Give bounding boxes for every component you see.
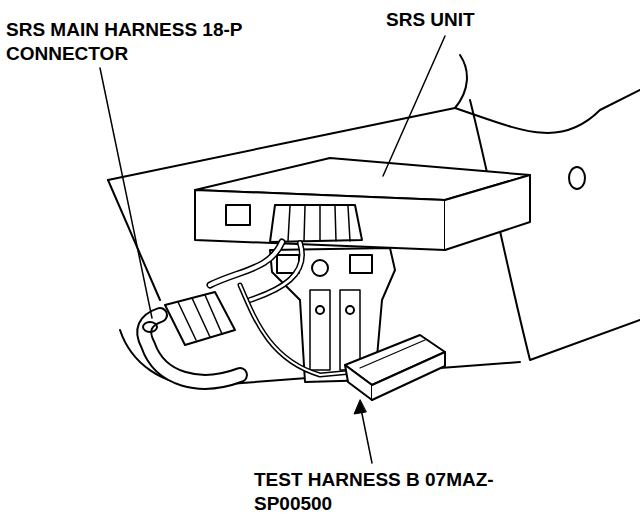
test-cable — [240, 285, 352, 375]
unit-connector — [270, 205, 362, 242]
18p-connector — [165, 292, 235, 345]
harness — [250, 243, 302, 300]
dash-edge — [455, 90, 640, 133]
harness-bundle — [144, 315, 240, 382]
harness — [210, 242, 282, 285]
hole — [346, 306, 354, 314]
connector-ribs — [178, 295, 222, 340]
bracket-plates — [310, 290, 360, 370]
test-connector — [372, 352, 445, 400]
harness-bundle — [144, 315, 240, 382]
harness — [250, 243, 302, 300]
hole — [316, 306, 324, 314]
mount-hole — [569, 167, 585, 189]
harness — [210, 242, 282, 285]
part-label: SRS UNIT — [386, 8, 626, 32]
connector-ribs — [288, 206, 350, 241]
leader-arrowhead — [354, 400, 366, 414]
dash-edge — [108, 180, 160, 300]
leader-line — [100, 68, 152, 318]
test-cable — [240, 285, 352, 375]
bolt — [312, 260, 328, 276]
srs-unit-side — [445, 175, 530, 250]
clip — [143, 322, 157, 332]
part-label: TEST HARNESS B 07MAZ-SP00500 — [254, 468, 494, 516]
srs-unit-front — [195, 190, 445, 250]
indicator-window — [226, 205, 250, 225]
part-label: SRS MAIN HARNESS 18-P CONNECTOR — [6, 18, 256, 66]
test-connector — [345, 365, 372, 400]
dash-edge — [108, 55, 467, 180]
bracket-tab — [350, 255, 372, 273]
leader-line — [383, 36, 445, 176]
connector-slot — [360, 340, 425, 368]
